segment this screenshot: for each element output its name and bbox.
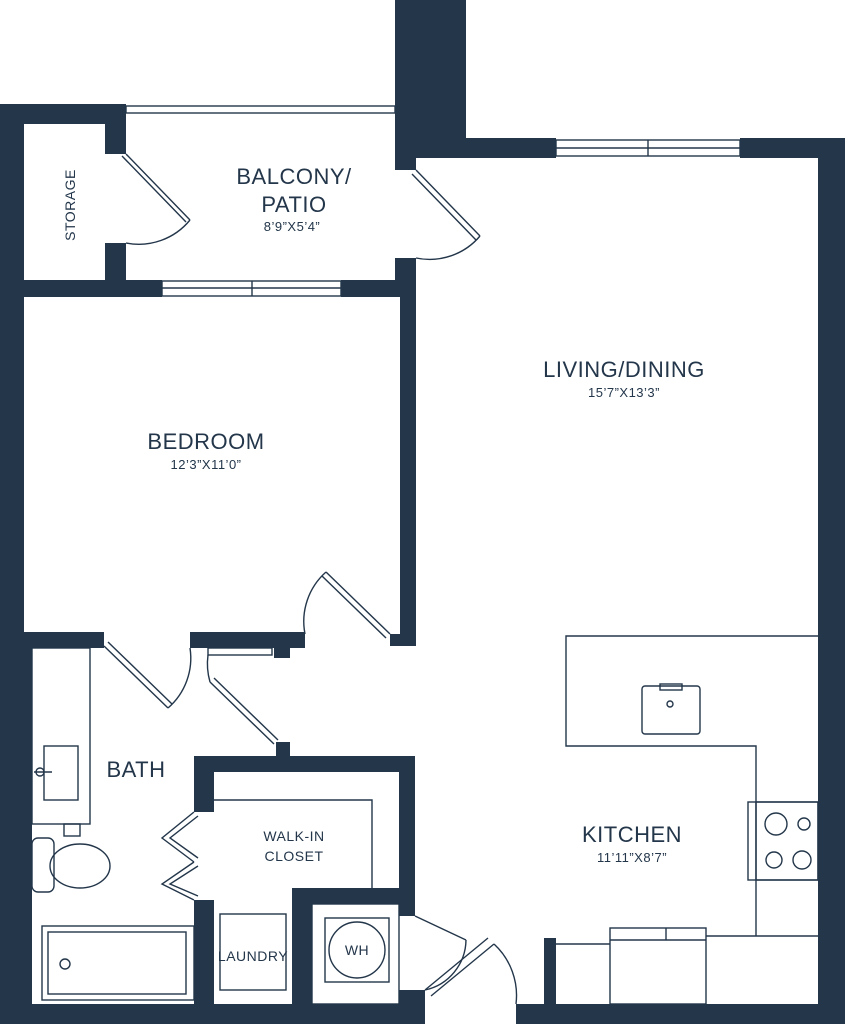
closet-name-line1: WALK-IN — [263, 828, 324, 844]
balcony-name-line2: PATIO — [261, 192, 326, 217]
bath-name: BATH — [106, 757, 165, 782]
bedroom-dimensions: 12’3”X11’0” — [170, 457, 241, 472]
kitchen-name: KITCHEN — [582, 822, 682, 847]
bedroom-name: BEDROOM — [147, 429, 264, 454]
doors — [103, 153, 518, 1005]
balcony-dimensions: 8’9”X5’4” — [264, 219, 321, 234]
living-dimensions: 15’7”X13’3” — [588, 385, 660, 400]
room-labels: BALCONY/ PATIO 8’9”X5’4” STORAGE LIVING/… — [62, 164, 705, 964]
water-heater-name: WH — [345, 942, 369, 958]
windows — [125, 105, 741, 656]
laundry-name: LAUNDRY — [218, 948, 288, 964]
kitchen-dimensions: 11’11”X8’7” — [597, 850, 667, 865]
fixtures — [31, 635, 819, 1005]
balcony-name-line1: BALCONY/ — [236, 164, 352, 189]
storage-name: STORAGE — [62, 169, 78, 241]
living-name: LIVING/DINING — [543, 357, 705, 382]
closet-name-line2: CLOSET — [264, 848, 323, 864]
